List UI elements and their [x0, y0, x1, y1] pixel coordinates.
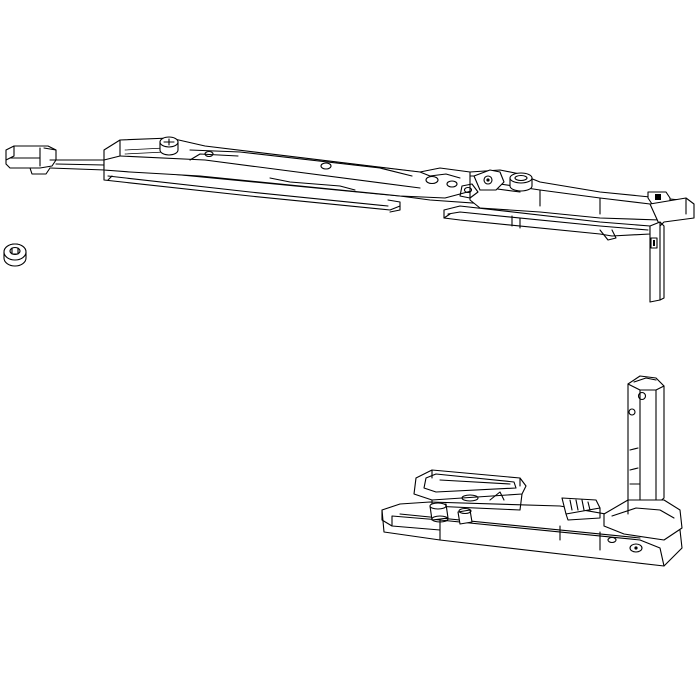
stay-arm-left-end-cap [5, 145, 57, 175]
corner-hinge-latch [561, 497, 601, 521]
stay-arm-assembly [5, 136, 695, 303]
bushing-cap [3, 243, 27, 267]
corner-hinge-assembly [381, 375, 683, 567]
stay-arm-right-bracket [649, 197, 695, 303]
corner-hinge-roller [429, 502, 473, 525]
stay-arm-lower-channel [103, 171, 401, 213]
screw-head-right [509, 172, 533, 192]
stay-arm-telescopic-bar [443, 205, 651, 241]
corner-hinge-joint [603, 499, 683, 553]
hinge-pin-cluster [459, 169, 505, 199]
corner-hinge-slot-housing [413, 469, 527, 511]
screw-head-left [159, 136, 179, 156]
corner-hinge-vertical-post [627, 375, 665, 509]
